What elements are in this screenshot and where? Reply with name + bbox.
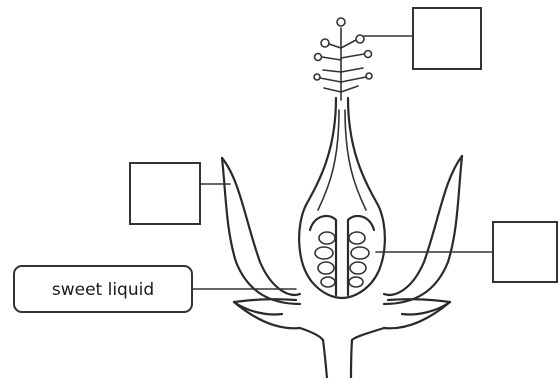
ovules (315, 232, 369, 287)
label-box-nectar: sweet liquid (14, 266, 192, 312)
label-box-top-right[interactable] (413, 8, 481, 69)
label-nectar-text: sweet liquid (52, 280, 154, 300)
petal-left (222, 158, 300, 304)
receptacle (300, 328, 384, 340)
stigma (314, 18, 372, 100)
style-and-ovary (299, 98, 385, 298)
label-box-left[interactable] (130, 163, 200, 224)
stem (323, 340, 352, 378)
petal-right (384, 156, 462, 304)
leader-lines (192, 36, 493, 289)
label-box-right[interactable] (493, 222, 557, 282)
